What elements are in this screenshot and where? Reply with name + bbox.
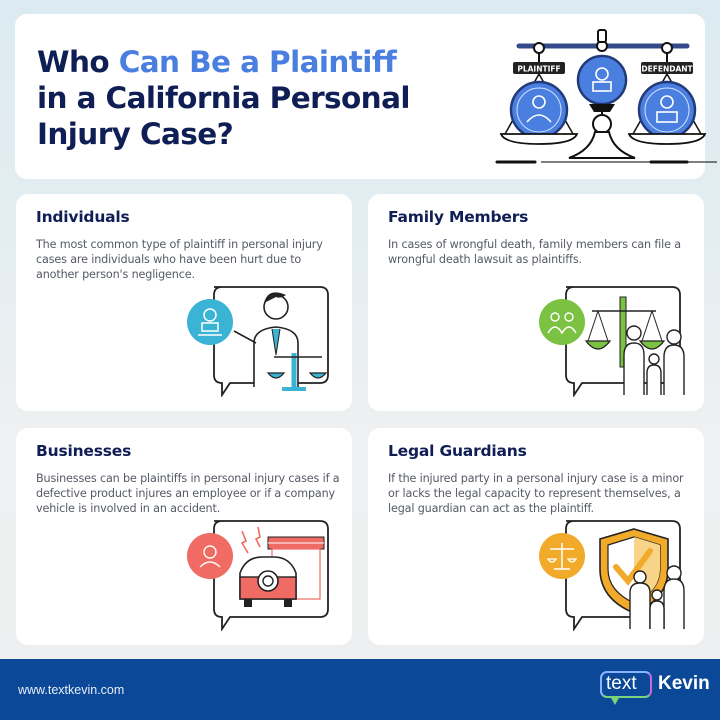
card-title: Family Members [388,208,529,226]
logo-text: text [606,673,637,694]
card-body: The most common type of plaintiff in per… [36,238,323,281]
card-title: Individuals [36,208,130,226]
scales-of-justice-icon: PLAINTIFF DEFENDANT [495,29,717,164]
header-card: Who Can Be a Plaintiff in a California P… [15,14,717,179]
page-title: Who Can Be a Plaintiff in a California P… [37,44,411,152]
speech-bubble-icon [600,671,652,698]
card-body: Businesses can be plaintiffs in personal… [36,472,340,515]
card-individuals: Individuals The most common type of plai… [16,194,352,411]
card-title: Legal Guardians [388,442,527,460]
card-family-members: Family Members In cases of wrongful deat… [368,194,704,411]
speech-bubble-tail [610,696,620,705]
card-legal-guardians: Legal Guardians If the injured party in … [368,428,704,645]
logo-name: Kevin [658,673,710,694]
footer: www.textkevin.com text Kevin [0,659,720,720]
title-part3: Injury Case? [37,117,234,151]
guardian-shield-icon [539,520,685,631]
textkevin-logo: text Kevin [600,669,710,709]
title-part2: in a California Personal [37,81,411,115]
card-body: In cases of wrongful death, family membe… [388,238,681,266]
plaintiff-label: PLAINTIFF [517,65,560,74]
card-body: If the injured party in a personal injur… [388,472,684,515]
defendant-label: DEFENDANT [641,65,693,74]
website-link[interactable]: www.textkevin.com [18,683,125,697]
title-accent: Can Be a Plaintiff [118,45,397,79]
card-title: Businesses [36,442,132,460]
title-part1: Who [37,45,119,79]
family-with-scales-icon [539,286,685,397]
person-with-scales-icon [187,286,329,397]
card-businesses: Businesses Businesses can be plaintiffs … [16,428,352,645]
car-accident-icon [187,520,329,631]
